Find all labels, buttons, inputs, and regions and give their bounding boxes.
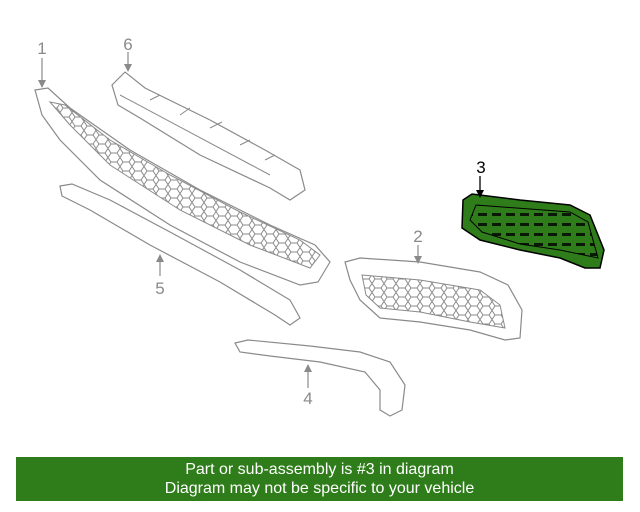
- callout-6: 6: [123, 35, 132, 54]
- part-1-lower-grille: [34, 58, 331, 286]
- info-banner: Part or sub-assembly is #3 in diagram Di…: [16, 457, 623, 501]
- part-2-side-grille: [344, 245, 523, 341]
- part-6-bracket: [111, 52, 306, 201]
- callout-3: 3: [476, 158, 485, 177]
- banner-line-2: Diagram may not be specific to your vehi…: [164, 480, 475, 497]
- part-3-highlighted-grille: [461, 176, 605, 269]
- callout-2: 2: [413, 227, 422, 246]
- part-5-strip: [59, 183, 301, 326]
- callout-1: 1: [37, 39, 46, 58]
- part-4-trim: [234, 339, 406, 417]
- callout-5: 5: [155, 279, 164, 298]
- banner-line-1: Part or sub-assembly is #3 in diagram: [185, 461, 454, 478]
- callout-4: 4: [303, 389, 312, 408]
